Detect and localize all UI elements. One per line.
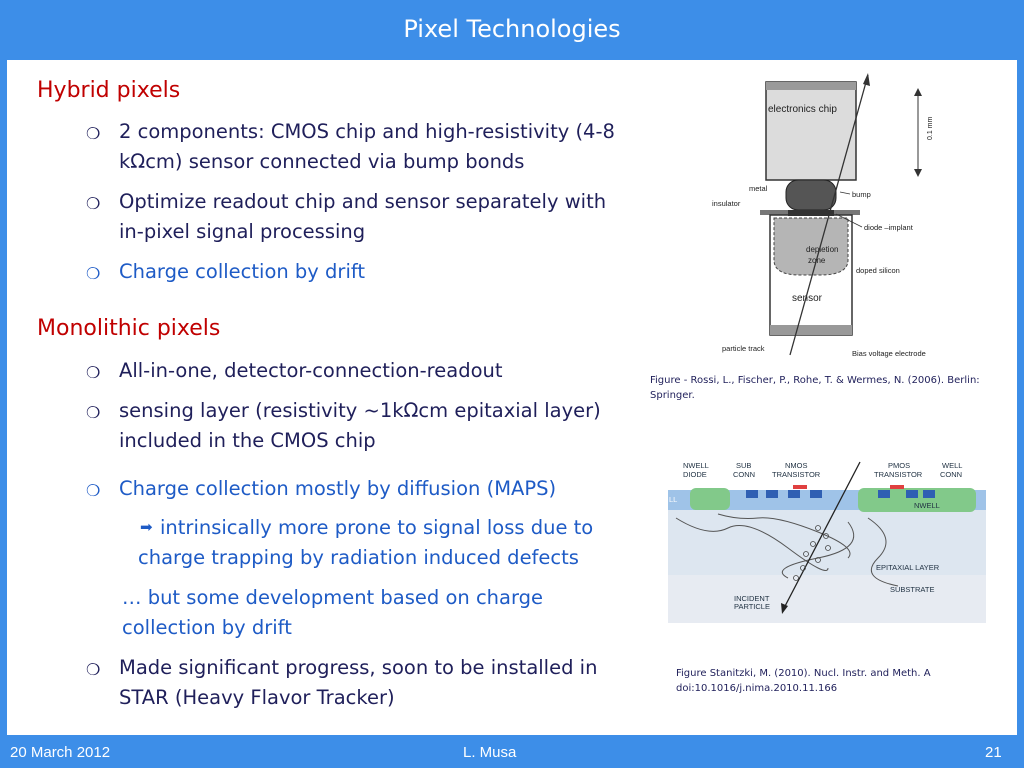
diode-label: diode –implant <box>864 223 914 232</box>
particle-track-arrow <box>863 73 870 86</box>
footer-author: L. Musa <box>463 744 517 761</box>
insulator-label: insulator <box>712 199 741 208</box>
bias-label: Bias voltage electrode <box>852 349 926 358</box>
incident-particle-arrow <box>781 603 788 614</box>
monolithic-bullet-3: Charge collection mostly by diffusion (M… <box>119 477 557 500</box>
figure-1-caption-line-2: Springer. <box>650 390 695 401</box>
monolithic-bullet-2-line-1: sensing layer (resistivity ~1kΩcm epitax… <box>119 399 601 422</box>
pmos-label-1: PMOS <box>888 461 910 470</box>
hybrid-bullet-1-line-2: kΩcm) sensor connected via bump bonds <box>119 150 525 173</box>
incident-label-2: PARTICLE <box>734 602 770 611</box>
diode-implant <box>788 210 834 216</box>
bump-leader <box>839 191 851 195</box>
maps-cross-section-diagram: NWELL DIODE SUB CONN NMOS TRANSISTOR PMO… <box>668 458 986 623</box>
metal-label: metal <box>749 184 768 193</box>
nwell-diode-label-1: NWELL <box>683 461 709 470</box>
well-conn-label-2: CONN <box>940 470 962 479</box>
scale-arrow-bottom <box>914 169 922 177</box>
monolithic-bullet-4-line-1: Made significant progress, soon to be in… <box>119 656 598 679</box>
sub-bullet-1-line-1: intrinsically more prone to signal loss … <box>160 516 594 539</box>
sub-conn-1 <box>746 490 758 498</box>
sub-conn-label-1: SUB <box>736 461 751 470</box>
pmos-source <box>878 490 890 498</box>
bullet-icon: ❍ <box>86 196 101 213</box>
figure-1-caption-line-1: Figure - Rossi, L., Fischer, P., Rohe, T… <box>650 375 980 386</box>
bullet-icon: ❍ <box>86 266 101 283</box>
doped-label: doped silicon <box>856 266 900 275</box>
hybrid-bullet-2-line-2: in-pixel signal processing <box>119 220 366 243</box>
well-conn-label-1: WELL <box>942 461 962 470</box>
epitaxial-label: EPITAXIAL LAYER <box>876 563 940 572</box>
footer-date: 20 March 2012 <box>10 744 111 761</box>
substrate-layer <box>668 575 986 623</box>
diffusion-path-4 <box>781 521 855 579</box>
bullet-icon: ❍ <box>86 483 101 500</box>
nwell-diode-label-2: DIODE <box>683 470 707 479</box>
incident-particle-line <box>782 461 861 611</box>
sub-bullet-2-line-2: collection by drift <box>122 616 292 639</box>
diffusion-path-2 <box>717 513 851 559</box>
depletion-zone <box>773 217 849 276</box>
bullet-icon: ❍ <box>86 405 101 422</box>
depletion-label-1: depletion <box>806 245 838 254</box>
monolithic-heading: Monolithic pixels <box>37 316 221 341</box>
nmos-drain <box>810 490 822 498</box>
arrow-right-icon: ➡ <box>140 519 153 536</box>
chip-label: electronics chip <box>768 104 837 115</box>
sub-conn-2 <box>766 490 778 498</box>
sub-bullet-2-line-1: … but some development based on charge <box>122 586 544 609</box>
hybrid-heading: Hybrid pixels <box>37 78 181 103</box>
pmos-label-2: TRANSISTOR <box>874 470 923 479</box>
bias-electrode <box>770 325 852 335</box>
well-conn <box>923 490 935 498</box>
sub-conn-label-2: CONN <box>733 470 755 479</box>
diffusion-path-1 <box>675 517 829 571</box>
hybrid-bullet-3: Charge collection by drift <box>119 260 366 283</box>
nmos-gate <box>793 485 807 489</box>
footer-page-number: 21 <box>985 744 1002 761</box>
nmos-label-1: NMOS <box>785 461 808 470</box>
bullet-icon: ❍ <box>86 126 101 143</box>
bullet-icon: ❍ <box>86 662 101 679</box>
hybrid-bullet-1-line-1: 2 components: CMOS chip and high-resisti… <box>119 120 615 143</box>
slide-title: Pixel Technologies <box>403 15 621 43</box>
nwell-label: NWELL <box>914 501 940 510</box>
incident-label-1: INCIDENT <box>734 594 770 603</box>
hybrid-bullet-2-line-1: Optimize readout chip and sensor separat… <box>119 190 607 213</box>
figure-2-caption-line-1: Figure Stanitzki, M. (2010). Nucl. Instr… <box>676 668 931 679</box>
nmos-source <box>788 490 800 498</box>
bump-label: bump <box>852 190 871 199</box>
particle-track-line <box>789 74 869 356</box>
substrate-label: SUBSTRATE <box>890 585 934 594</box>
diffusion-path-3 <box>867 517 899 587</box>
figure-2-caption-line-2: doi:10.1016/j.nima.2010.11.166 <box>676 683 838 694</box>
left-edge-label: LL <box>669 495 677 504</box>
slide-footer: 20 March 2012 L. Musa 21 <box>0 735 1024 768</box>
nwell-diode-region <box>690 488 730 510</box>
diode-leader <box>835 213 863 228</box>
pmos-drain <box>906 490 918 498</box>
charge-carriers <box>793 525 831 581</box>
monolithic-bullet-4-line-2: STAR (Heavy Flavor Tracker) <box>119 686 395 709</box>
scale-label: 0.1 mm <box>927 116 934 140</box>
pmos-gate <box>890 485 904 489</box>
nmos-label-2: TRANSISTOR <box>772 470 821 479</box>
hybrid-pixel-diagram: electronics chip sensor depletion zone 0… <box>712 73 934 358</box>
bullet-icon: ❍ <box>86 365 101 382</box>
monolithic-bullet-2-line-2: included in the CMOS chip <box>119 429 376 452</box>
monolithic-bullet-1: All-in-one, detector-connection-readout <box>119 359 503 382</box>
track-label: particle track <box>722 344 765 353</box>
epitaxial-layer <box>668 510 986 575</box>
bump-bond <box>785 179 837 211</box>
sub-bullet-1-line-2: charge trapping by radiation induced def… <box>138 546 579 569</box>
scale-arrow-top <box>914 88 922 96</box>
chip-top-strip <box>766 82 856 90</box>
sensor-label: sensor <box>792 293 823 304</box>
